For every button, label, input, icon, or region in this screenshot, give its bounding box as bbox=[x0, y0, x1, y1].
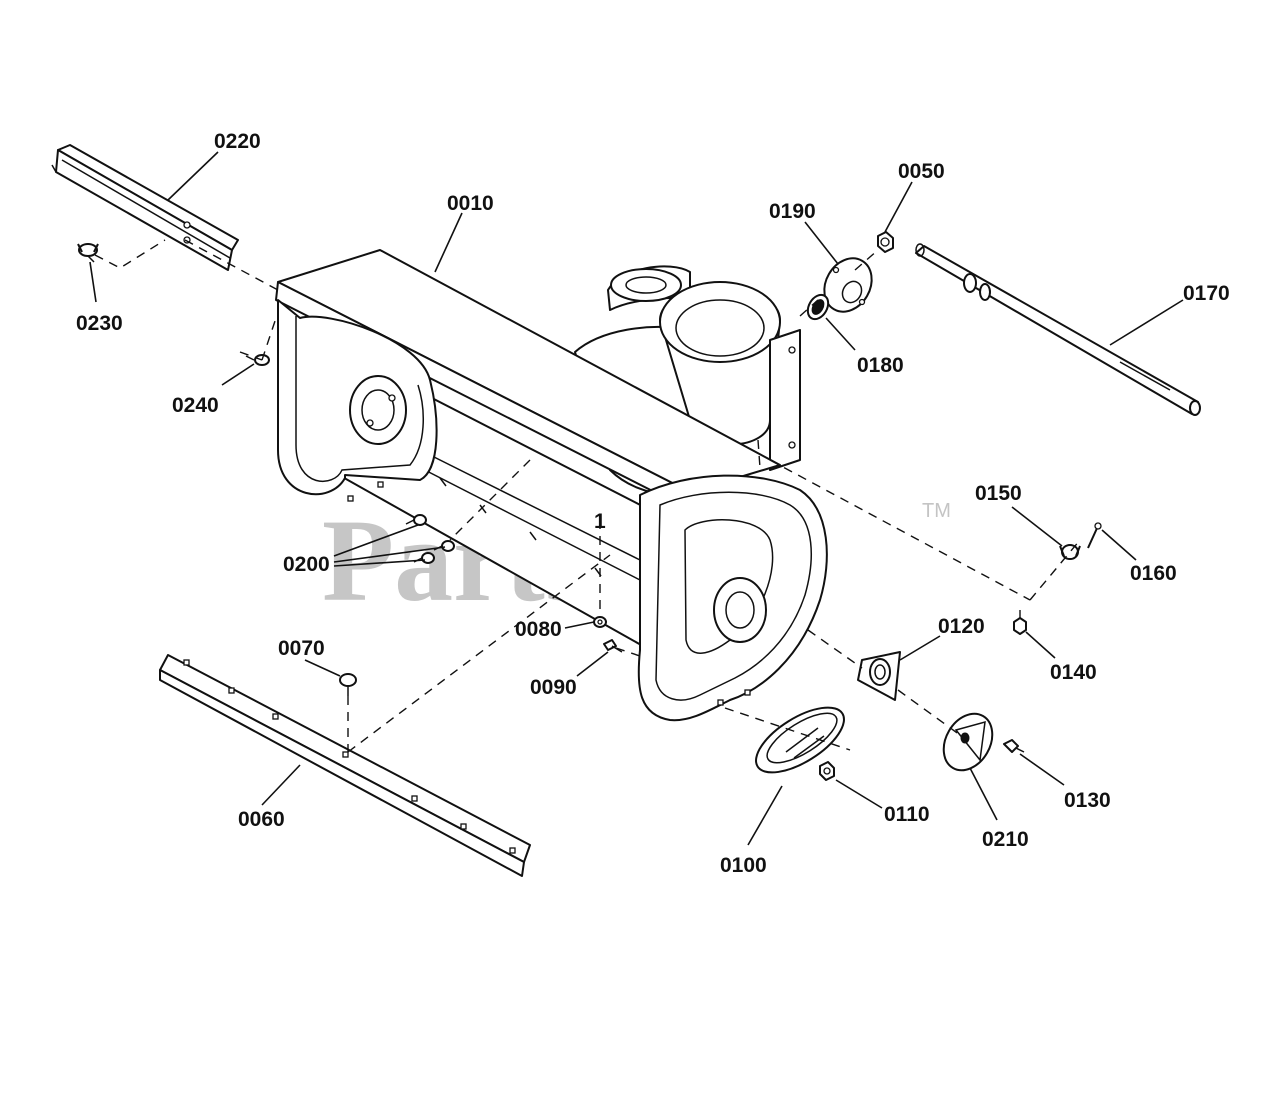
part-0160-shape[interactable] bbox=[1087, 522, 1102, 549]
part-0070-shape[interactable] bbox=[339, 673, 357, 696]
part-0130-shape[interactable] bbox=[1003, 739, 1025, 753]
label-0090[interactable]: 0090 bbox=[530, 676, 577, 699]
part-0100-shape[interactable] bbox=[746, 695, 854, 785]
part-0170-shaft[interactable] bbox=[915, 243, 1201, 416]
part-0080-shape[interactable] bbox=[593, 616, 607, 628]
label-0060[interactable]: 0060 bbox=[238, 808, 285, 831]
part-0230-shape[interactable] bbox=[77, 243, 99, 263]
label-0140[interactable]: 0140 bbox=[1050, 661, 1097, 684]
part-0200-shapes[interactable] bbox=[405, 514, 455, 564]
label-0240[interactable]: 0240 bbox=[172, 394, 219, 417]
label-0230[interactable]: 0230 bbox=[76, 312, 123, 335]
label-0200[interactable]: 0200 bbox=[283, 553, 330, 576]
label-0190[interactable]: 0190 bbox=[769, 200, 816, 223]
label-0170[interactable]: 0170 bbox=[1183, 282, 1230, 305]
part-0110-shape[interactable] bbox=[819, 761, 835, 781]
label-0050[interactable]: 0050 bbox=[898, 160, 945, 183]
label-0080[interactable]: 0080 bbox=[515, 618, 562, 641]
part-0010-housing[interactable] bbox=[275, 249, 828, 722]
part-0190-shape[interactable] bbox=[815, 250, 881, 320]
part-0090-shape[interactable] bbox=[603, 639, 623, 653]
part-0050-shape[interactable] bbox=[877, 231, 894, 253]
label-0180[interactable]: 0180 bbox=[857, 354, 904, 377]
part-0140-shape[interactable] bbox=[1013, 617, 1027, 635]
label-0210[interactable]: 0210 bbox=[982, 828, 1029, 851]
label-0100[interactable]: 0100 bbox=[720, 854, 767, 877]
label-0160[interactable]: 0160 bbox=[1130, 562, 1177, 585]
label-0220[interactable]: 0220 bbox=[214, 130, 261, 153]
assembly-dashed-lines bbox=[94, 239, 1081, 753]
label-0150[interactable]: 0150 bbox=[975, 482, 1022, 505]
label-0130[interactable]: 0130 bbox=[1064, 789, 1111, 812]
part-0060-scraper-bar[interactable] bbox=[159, 654, 531, 877]
label-0010[interactable]: 0010 bbox=[447, 192, 494, 215]
label-0110[interactable]: 0110 bbox=[884, 803, 930, 826]
part-0210-shape[interactable] bbox=[934, 705, 1002, 779]
part-0120-shape[interactable] bbox=[857, 651, 901, 701]
label-0070[interactable]: 0070 bbox=[278, 637, 325, 660]
part-0240-shape[interactable] bbox=[245, 354, 270, 366]
reference-mark-1: 1 bbox=[594, 510, 606, 533]
part-0150-shape[interactable] bbox=[1059, 544, 1081, 560]
watermark-trademark: TM bbox=[922, 500, 951, 522]
part-labels: 0220 0010 0050 0190 0170 0180 0230 0240 … bbox=[76, 130, 1230, 877]
leader-lines bbox=[89, 151, 1184, 846]
label-0120[interactable]: 0120 bbox=[938, 615, 985, 638]
